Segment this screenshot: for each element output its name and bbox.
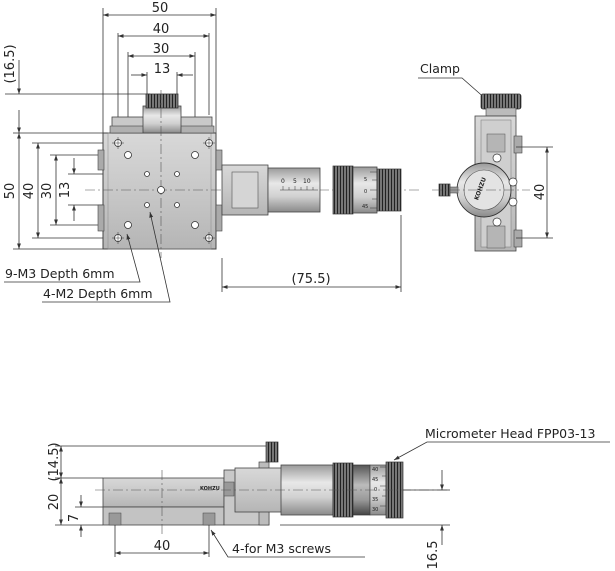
dim-height-50: 50: [3, 183, 18, 200]
label-m3-holes: 9-M3 Depth 6mm: [5, 266, 115, 281]
side-dim-7: 7: [67, 514, 82, 522]
m2-holes: [144, 171, 180, 208]
thimble-tick-b: 0: [364, 189, 367, 195]
side-thimble-0: 0: [374, 487, 377, 493]
dim-width-50: 50: [152, 1, 169, 16]
dim-height-40: 40: [22, 183, 37, 200]
side-view: Micrometer Head FPP03-13 (14.5) 20 7 KOH…: [47, 426, 610, 569]
dim-width-13: 13: [154, 62, 171, 77]
sleeve-tick-10: 10: [303, 178, 311, 185]
dim-height-13: 13: [58, 182, 73, 199]
thimble-tick-c: 45: [362, 204, 368, 210]
label-mount-screws: 4-for M3 screws: [232, 541, 331, 556]
dim-height-30: 30: [40, 183, 55, 200]
side-thimble-35: 35: [372, 497, 378, 503]
side-table: [102, 477, 225, 508]
label-clamp: Clamp: [420, 61, 460, 76]
label-micrometer: Micrometer Head FPP03-13: [425, 426, 595, 441]
side-dim-16-5: 16.5: [426, 541, 441, 570]
dim-width-40: 40: [153, 22, 170, 37]
end-dim-40: 40: [533, 184, 548, 201]
side-thimble-40: 40: [372, 467, 378, 473]
side-brand: KOHZU: [200, 486, 220, 492]
side-dim-20: 20: [47, 494, 62, 511]
dim-height-16-5: (16.5): [3, 44, 18, 83]
side-thimble-45: 45: [372, 477, 378, 483]
side-clamp-knob: [265, 441, 279, 463]
clamp-knob: [145, 93, 179, 109]
side-dim-14-5: (14.5): [47, 442, 62, 481]
sleeve-tick-5: 5: [293, 178, 297, 185]
dim-width-30: 30: [153, 42, 170, 57]
side-thimble-30: 30: [372, 507, 378, 513]
end-view: Clamp KOHZU 40: [418, 61, 553, 252]
side-dim-40: 40: [154, 539, 171, 554]
thimble-tick-a: 5: [364, 177, 367, 183]
dim-travel-75-5: (75.5): [291, 272, 330, 287]
sleeve-tick-0: 0: [281, 178, 285, 185]
label-m2-holes: 4-M2 Depth 6mm: [43, 286, 153, 301]
top-view: 50 40 30 13 (16.5) 50 40 30 13: [3, 1, 420, 303]
